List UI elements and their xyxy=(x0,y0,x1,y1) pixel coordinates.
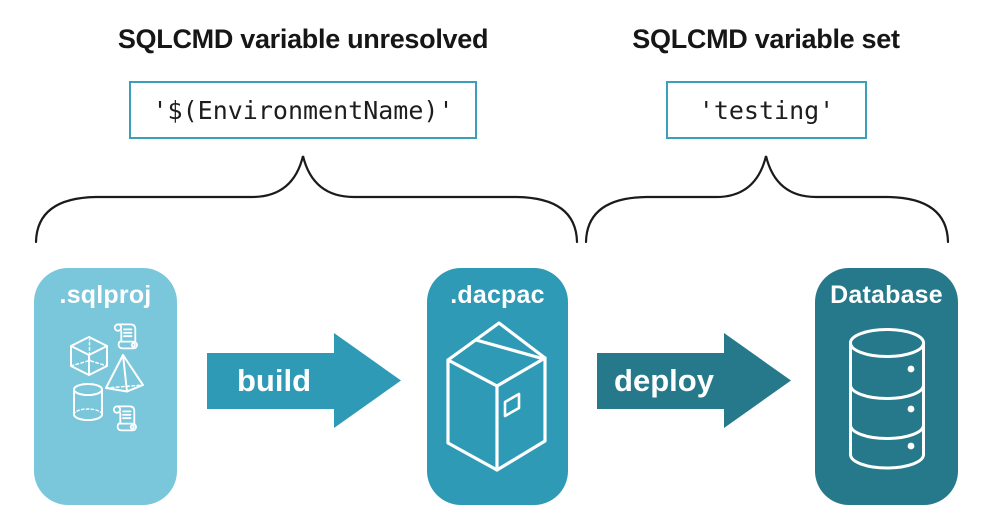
scroll-icon xyxy=(112,405,137,432)
stage-database-label: Database xyxy=(830,281,943,309)
cylinder-icon xyxy=(73,383,103,421)
scroll-icon xyxy=(113,323,138,350)
stage-database: Database xyxy=(815,268,958,505)
stage-dacpac: .dacpac xyxy=(427,268,568,505)
cube-icon xyxy=(70,336,108,376)
sql-project-objects-icon xyxy=(70,323,144,432)
heading-sqlcmd-unresolved: SQLCMD variable unresolved xyxy=(117,24,489,54)
deploy-arrow: deploy xyxy=(597,333,791,428)
code-testing-value: 'testing' xyxy=(698,95,835,125)
build-arrow-shape xyxy=(207,333,401,428)
build-arrow-label: build xyxy=(236,363,312,398)
heading-sqlcmd-set: SQLCMD variable set xyxy=(632,24,900,54)
stage-sqlproj-label: .sqlproj xyxy=(59,281,152,309)
pyramid-icon xyxy=(105,354,144,393)
build-arrow: build xyxy=(207,333,401,428)
stage-dacpac-label: .dacpac xyxy=(450,281,545,309)
deploy-arrow-shape xyxy=(597,333,791,428)
code-environment-variable: '$(EnvironmentName)' xyxy=(152,95,454,125)
database-icon xyxy=(849,328,925,470)
stage-sqlproj: .sqlproj xyxy=(34,268,177,505)
brace-right-icon xyxy=(584,155,950,244)
brace-left-icon xyxy=(34,155,579,244)
deploy-arrow-label: deploy xyxy=(614,363,714,398)
package-icon xyxy=(446,321,547,472)
code-box-environment-variable: '$(EnvironmentName)' xyxy=(129,81,477,139)
code-box-testing-value: 'testing' xyxy=(666,81,867,139)
